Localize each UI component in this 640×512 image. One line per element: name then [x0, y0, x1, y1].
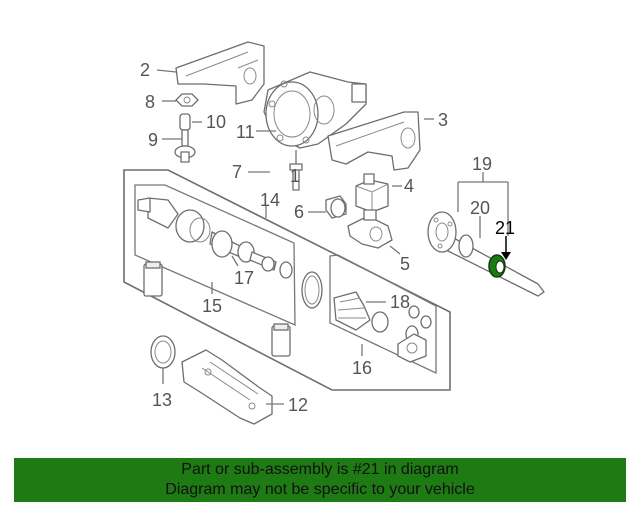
callout-5: 5: [400, 254, 410, 274]
part-21-seal[interactable]: [488, 254, 506, 278]
left-axle-frame: [134, 184, 296, 326]
banner-line-part: Part or sub-assembly is #21 in diagram: [181, 461, 459, 478]
part-10-spacer[interactable]: [179, 113, 191, 131]
part-19-axle-shaft[interactable]: [427, 211, 545, 297]
callout-3: 3: [438, 110, 448, 130]
callout-11: 11: [236, 122, 255, 142]
callout-15: 15: [202, 296, 222, 316]
axle-assembly-panel: [123, 169, 451, 391]
callout-18: 18: [390, 292, 410, 312]
callout-1: 1: [290, 166, 300, 186]
part-16-boot-kit[interactable]: [333, 291, 432, 363]
callout-6: 6: [294, 202, 304, 222]
part-4-mount[interactable]: [355, 173, 389, 213]
part-3-mount-bracket[interactable]: [327, 111, 421, 171]
callout-4: 4: [404, 176, 414, 196]
part-12-axle-housing[interactable]: [181, 349, 273, 425]
banner-line-disclaimer: Diagram may not be specific to your vehi…: [165, 481, 475, 498]
callout-20: 20: [470, 198, 490, 218]
callout-12: 12: [288, 395, 308, 415]
callout-13: 13: [152, 390, 172, 410]
callout-9: 9: [148, 130, 158, 150]
left-axle-shaft[interactable]: [137, 197, 293, 279]
highlight-notice-banner: Part or sub-assembly is #21 in diagram D…: [14, 458, 626, 502]
callout-14: 14: [260, 190, 280, 210]
grease-packet-left[interactable]: [143, 261, 163, 297]
part-2-mount-bracket[interactable]: [175, 41, 265, 105]
callout-19: 19: [472, 154, 492, 174]
part-11-differential-carrier[interactable]: [263, 71, 367, 149]
callout-10: 10: [206, 112, 226, 132]
part-8-bushing[interactable]: [175, 93, 199, 107]
part-5-cushion[interactable]: [347, 209, 393, 249]
boot-kit-frame: [329, 254, 437, 375]
part-13-seal-ring[interactable]: [150, 335, 176, 369]
leader-lines: [156, 69, 511, 405]
callout-16: 16: [352, 358, 372, 378]
boot-clamp-ring[interactable]: [301, 271, 323, 309]
callout-21: 21: [495, 218, 515, 238]
part-9-bolt[interactable]: [174, 129, 196, 163]
callout-7: 7: [232, 162, 242, 182]
exploded-parts-diagram: 2 8 10 9 11 3 7 1 4 6 5 14 17 15 18 16 1…: [123, 41, 545, 425]
callout-17: 17: [234, 268, 254, 288]
part-6-bushing[interactable]: [325, 195, 347, 219]
grease-packet-right[interactable]: [271, 323, 291, 357]
callout-8: 8: [145, 92, 155, 112]
callout-2: 2: [140, 60, 150, 80]
